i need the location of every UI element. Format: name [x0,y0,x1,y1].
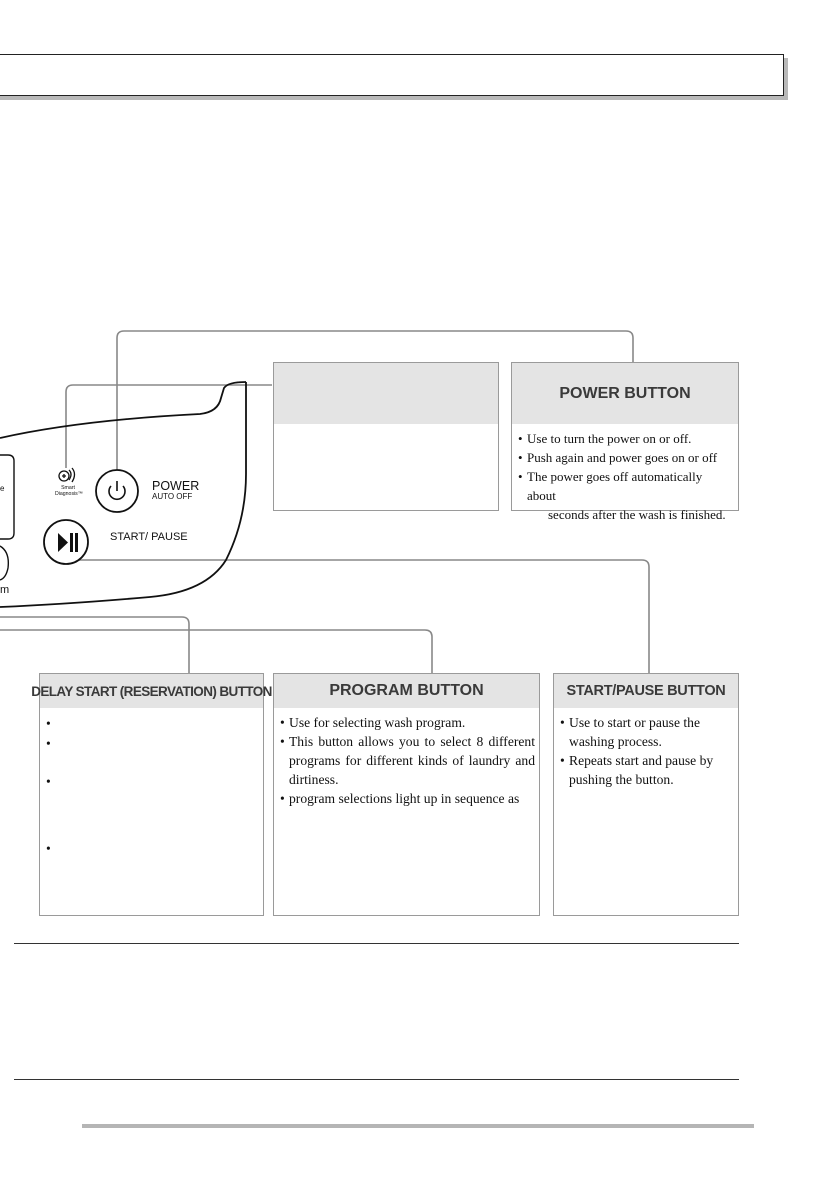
smart-diagnosis-box [273,362,499,511]
delay-start-box-heading: DELAY START (RESERVATION) BUTTON [31,674,272,708]
delay-start-list-item: • [46,774,51,789]
power-button-box: POWER BUTTON •Use to turn the power on o… [511,362,739,522]
power-list-item-continued: seconds after the wash is finished. [548,507,726,522]
start-pause-box-heading: START/PAUSE BUTTON [554,674,738,708]
partial-left-button-rect [0,454,15,540]
start-pause-connector-line [70,559,650,673]
power-list-item: •Use to turn the power on or off. [518,431,692,446]
smart-diagnosis-connector-line [65,384,272,468]
auto-off-label: AUTO OFF [152,492,193,501]
note-top-rule [14,943,739,944]
delay-start-list-item: • [46,841,51,856]
program-box: PROGRAM BUTTON •Use for selecting wash p… [273,673,540,916]
start-pause-list-item: •Use to start or pause the washing proce… [560,715,700,749]
footer-bar [82,1124,754,1128]
program-list-item: •This button allows you to select 8 diff… [280,734,535,787]
start-pause-box: START/PAUSE BUTTON •Use to start or paus… [553,673,739,916]
program-list-item: •Use for selecting wash program. [280,715,466,730]
partial-left-label-e: e [0,484,5,493]
panel-top-edge [0,381,247,439]
smart-diagnosis-box-heading [274,363,498,424]
start-pause-label: START/ PAUSE [110,531,188,543]
delay-start-list-item: • [46,716,51,731]
power-list-item: •Push again and power goes on or off [518,450,718,465]
note-bottom-rule [14,1079,739,1080]
power-label: POWER [152,479,200,493]
program-connector-line [0,629,433,673]
section-header-bar [0,54,784,96]
delay-start-list-item: • [46,736,51,751]
smart-diagnosis-icon [58,467,76,483]
partial-left-label-m: m [0,584,10,596]
partial-left-button-circle [0,545,10,581]
delay-start-connector-line [0,616,190,673]
program-box-heading: PROGRAM BUTTON [274,674,539,708]
power-icon [108,481,126,501]
smart-diagnosis-label: Smart Diagnosis™ [55,485,83,497]
delay-start-box: DELAY START (RESERVATION) BUTTON • • • • [31,673,272,916]
panel-side-edge [0,382,247,608]
power-list-item: •The power goes off automatically about [518,469,703,503]
program-list-item: •program selections light up in sequence… [280,791,520,806]
start-pause-list-item: •Repeats start and pause by pushing the … [560,753,714,787]
play-pause-icon [58,533,78,552]
power-connector-line [116,330,634,480]
power-box-heading: POWER BUTTON [512,363,738,424]
